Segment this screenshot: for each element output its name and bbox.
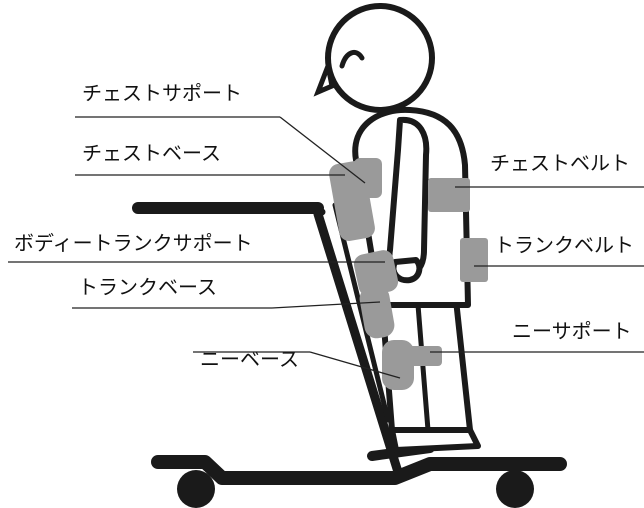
- table-tray: [132, 202, 326, 216]
- label-knee-base: ニーベース: [193, 347, 401, 379]
- face-mark: [339, 49, 365, 69]
- support-pads: [329, 158, 488, 390]
- label-chest-belt-text: チェストベルト: [490, 151, 630, 175]
- label-chest-base: チェストベース: [75, 141, 345, 176]
- label-chest-belt: チェストベルト: [455, 151, 644, 188]
- label-trunk-base: トランクベース: [72, 275, 381, 309]
- label-trunk-belt-text: トランクベルト: [494, 233, 634, 257]
- label-knee-support: ニーサポート: [430, 319, 644, 353]
- knee-base-pad: [382, 340, 414, 390]
- label-knee-base-text: ニーベース: [200, 347, 299, 371]
- right-wheel: [496, 470, 534, 508]
- trunk-belt-pad: [460, 238, 488, 282]
- label-chest-support-text: チェストサポート: [82, 81, 242, 105]
- label-body-trunk-support: ボディートランクサポート: [8, 231, 385, 263]
- label-chest-base-text: チェストベース: [82, 141, 221, 165]
- ear: [313, 57, 335, 97]
- frame-column: [313, 202, 403, 477]
- label-body-trunk-support-text: ボディートランクサポート: [14, 231, 253, 255]
- wheeled-base: [151, 443, 567, 508]
- chest-belt-pad: [428, 178, 470, 212]
- trunk-base-pad: [359, 285, 395, 339]
- label-knee-support-text: ニーサポート: [512, 319, 632, 343]
- label-trunk-belt: トランクベルト: [474, 233, 644, 267]
- left-wheel: [177, 470, 215, 508]
- knee-support-pad: [408, 346, 442, 366]
- chest-support-pad: [354, 158, 382, 198]
- label-trunk-base-text: トランクベース: [78, 275, 217, 299]
- head: [325, 3, 435, 113]
- label-chest-support: チェストサポート: [75, 81, 366, 184]
